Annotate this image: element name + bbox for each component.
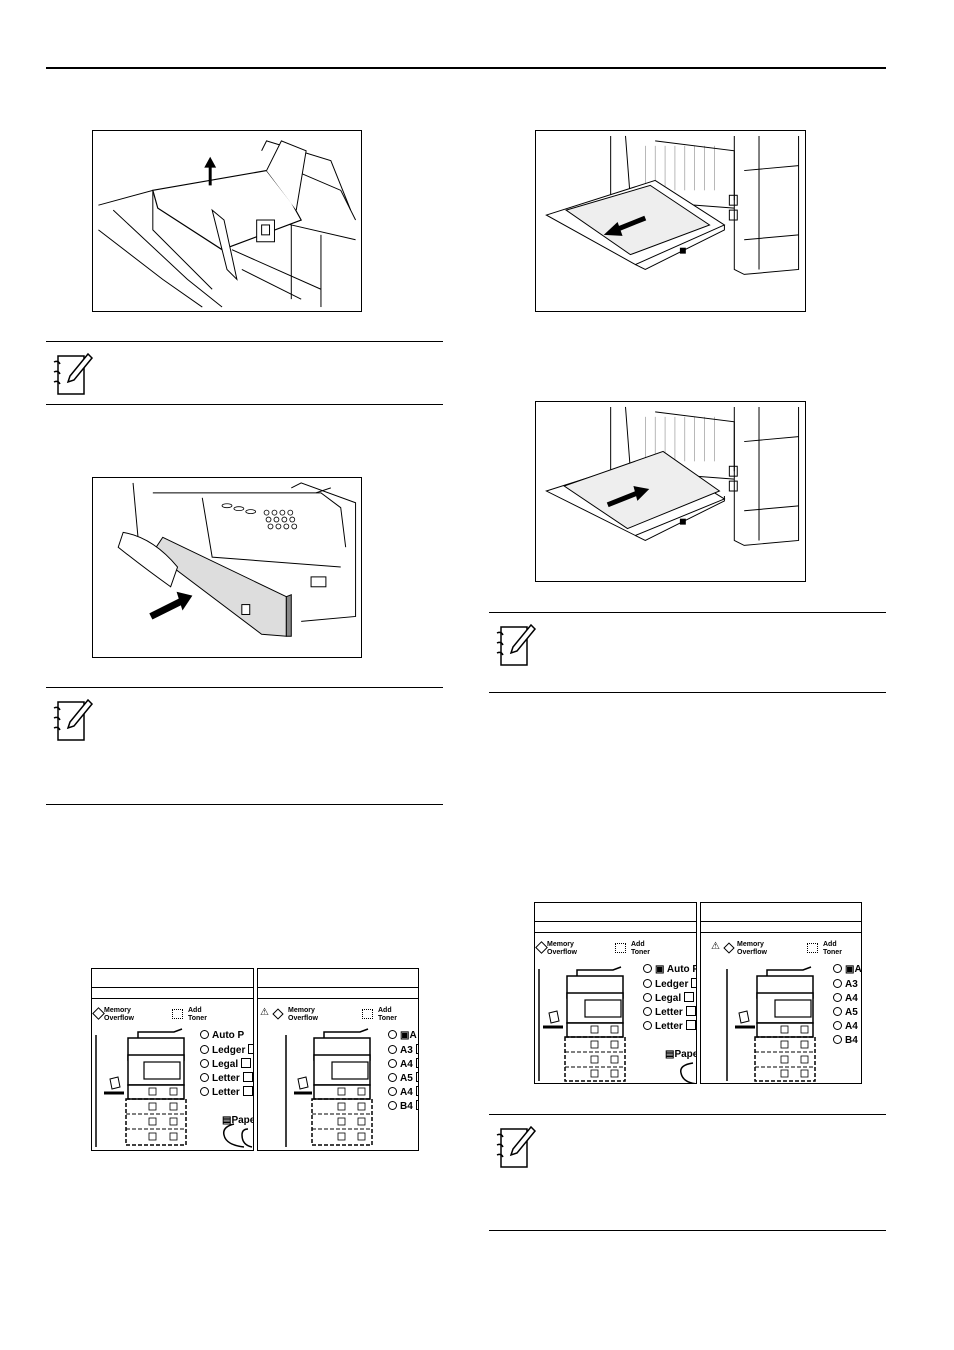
option-b4: B4 <box>833 1034 861 1047</box>
warning-triangle-icon: ⚠ <box>260 1007 269 1018</box>
option-letter-landscape: Letter <box>643 1006 696 1019</box>
paper-label: ▤Pape <box>665 1049 697 1060</box>
copier-diagram <box>95 1028 253 1148</box>
toner-icon <box>362 1009 373 1019</box>
option-letter-landscape: Letter <box>200 1072 253 1085</box>
copier-diagram <box>726 966 816 1082</box>
option-a4-landscape: A4 <box>388 1058 418 1071</box>
option-legal: Legal <box>200 1058 252 1071</box>
top-rule <box>46 67 886 69</box>
option-ledger: Ledger <box>643 978 696 991</box>
note-box-4 <box>489 1114 886 1231</box>
bypass-tray-drawing <box>545 406 800 546</box>
memo-notepad-icon <box>53 698 94 741</box>
option-a4-portrait: A4 <box>388 1086 418 1099</box>
memo-notepad-icon <box>53 352 94 395</box>
toner-icon <box>807 943 818 953</box>
option-auto: ▣A <box>388 1030 417 1042</box>
paper-label: ▤Paper <box>222 1115 253 1126</box>
illustration-bypass-remove <box>535 130 806 312</box>
copier-diagram <box>538 966 696 1083</box>
option-letter-portrait: Letter <box>643 1020 696 1033</box>
drawer-paper-drawing <box>98 140 357 308</box>
option-b4: B4 <box>388 1100 418 1113</box>
option-a5: A5 <box>833 1006 861 1019</box>
arrow-push-icon <box>149 591 193 620</box>
arrow-up-icon <box>204 156 217 186</box>
option-a3: A3 <box>833 978 861 991</box>
bypass-tray-drawing <box>545 135 800 275</box>
option-a4-landscape: A4 <box>833 992 861 1005</box>
option-ledger: Ledger <box>200 1044 253 1057</box>
option-auto-paper: Auto P <box>200 1030 244 1042</box>
arrow-right-icon <box>606 486 650 508</box>
option-legal: Legal <box>643 992 695 1005</box>
option-auto-paper: ▣ Auto P <box>643 964 696 976</box>
note-box-1 <box>46 341 443 405</box>
toner-icon <box>172 1009 183 1019</box>
memo-notepad-icon <box>496 623 537 666</box>
copier-diagram <box>285 1028 373 1147</box>
option-a5: A5 <box>388 1072 418 1085</box>
illustration-push-drawer <box>92 477 362 658</box>
illustration-remove-paper <box>92 130 362 312</box>
arrow-left-icon <box>603 215 647 236</box>
memo-notepad-icon <box>496 1125 537 1168</box>
machine-drawer-drawing <box>117 482 357 637</box>
option-a3: A3 <box>388 1044 418 1057</box>
option-auto: ▣A <box>833 964 861 976</box>
note-box-3 <box>489 612 886 693</box>
warning-triangle-icon: ⚠ <box>711 941 720 952</box>
note-box-2 <box>46 687 443 805</box>
option-a4-portrait: A4 <box>833 1020 861 1033</box>
illustration-bypass-insert <box>535 401 806 582</box>
toner-icon <box>615 943 626 953</box>
option-letter-portrait: Letter <box>200 1086 253 1099</box>
